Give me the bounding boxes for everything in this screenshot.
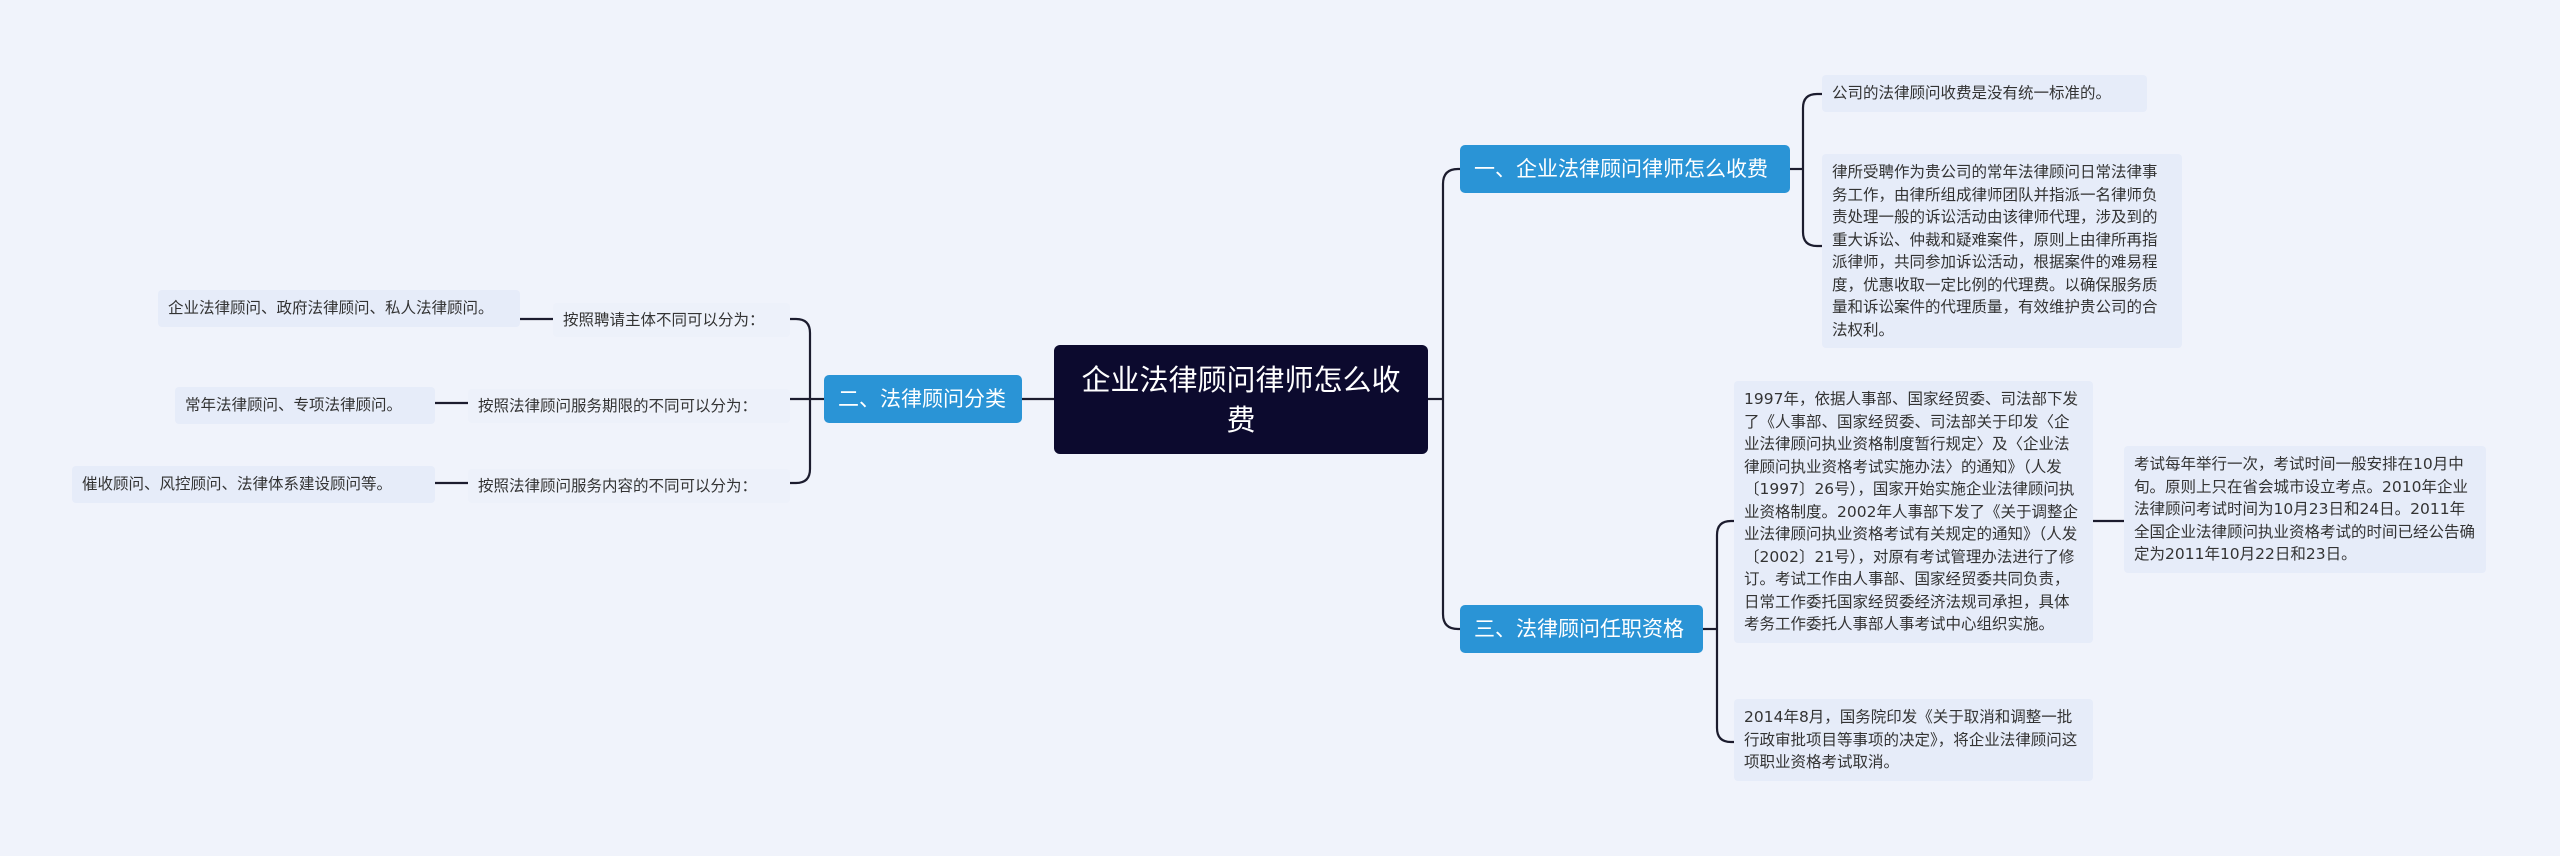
criterion-by-employer[interactable]: 按照聘请主体不同可以分为： — [553, 303, 790, 337]
criterion-label: 按照法律顾问服务期限的不同可以分为： — [478, 397, 758, 415]
criterion-label: 按照聘请主体不同可以分为： — [563, 311, 765, 329]
qualification-leaf-text: 1997年，依据人事部、国家经贸委、司法部下发了《人事部、国家经贸委、司法部关于… — [1744, 390, 2078, 633]
exam-schedule-text: 考试每年举行一次，考试时间一般安排在10月中旬。原则上只在省会城市设立考点。20… — [2134, 455, 2476, 563]
result-by-employer[interactable]: 企业法律顾问、政府法律顾问、私人法律顾问。 — [158, 290, 520, 327]
fee-leaf-text: 公司的法律顾问收费是没有统一标准的。 — [1832, 84, 2112, 102]
fee-leaf-retainer-detail[interactable]: 律所受聘作为贵公司的常年法律顾问日常法律事务工作，由律所组成律师团队并指派一名律… — [1822, 154, 2182, 348]
criterion-label: 按照法律顾问服务内容的不同可以分为： — [478, 477, 758, 495]
fee-leaf-text: 律所受聘作为贵公司的常年法律顾问日常法律事务工作，由律所组成律师团队并指派一名律… — [1832, 163, 2158, 339]
result-label: 常年法律顾问、专项法律顾问。 — [185, 396, 403, 414]
qualification-leaf-text: 2014年8月，国务院印发《关于取消和调整一批行政审批项目等事项的决定》，将企业… — [1744, 708, 2078, 771]
root-topic[interactable]: 企业法律顾问律师怎么收费 — [1054, 345, 1428, 454]
criterion-by-content[interactable]: 按照法律顾问服务内容的不同可以分为： — [468, 469, 790, 503]
qualification-leaf-abolished[interactable]: 2014年8月，国务院印发《关于取消和调整一批行政审批项目等事项的决定》，将企业… — [1734, 699, 2093, 781]
branch-qualification-topic[interactable]: 三、法律顾问任职资格 — [1460, 605, 1703, 653]
result-label: 催收顾问、风控顾问、法律体系建设顾问等。 — [82, 475, 393, 493]
qualification-leaf-history[interactable]: 1997年，依据人事部、国家经贸委、司法部下发了《人事部、国家经贸委、司法部关于… — [1734, 381, 2093, 643]
result-by-term[interactable]: 常年法律顾问、专项法律顾问。 — [175, 387, 435, 424]
branch-fee-topic[interactable]: 一、企业法律顾问律师怎么收费 — [1460, 145, 1790, 193]
branch-fee-label: 一、企业法律顾问律师怎么收费 — [1474, 157, 1768, 181]
result-label: 企业法律顾问、政府法律顾问、私人法律顾问。 — [168, 299, 494, 317]
criterion-by-term[interactable]: 按照法律顾问服务期限的不同可以分为： — [468, 389, 790, 423]
branch-qualification-label: 三、法律顾问任职资格 — [1474, 617, 1684, 641]
branch-classification-label: 二、法律顾问分类 — [838, 387, 1006, 411]
root-topic-label: 企业法律顾问律师怎么收费 — [1081, 362, 1401, 437]
result-by-content[interactable]: 催收顾问、风控顾问、法律体系建设顾问等。 — [72, 466, 435, 503]
fee-leaf-no-standard[interactable]: 公司的法律顾问收费是没有统一标准的。 — [1822, 75, 2147, 112]
qualification-exam-schedule[interactable]: 考试每年举行一次，考试时间一般安排在10月中旬。原则上只在省会城市设立考点。20… — [2124, 446, 2486, 573]
branch-classification-topic[interactable]: 二、法律顾问分类 — [824, 375, 1022, 423]
